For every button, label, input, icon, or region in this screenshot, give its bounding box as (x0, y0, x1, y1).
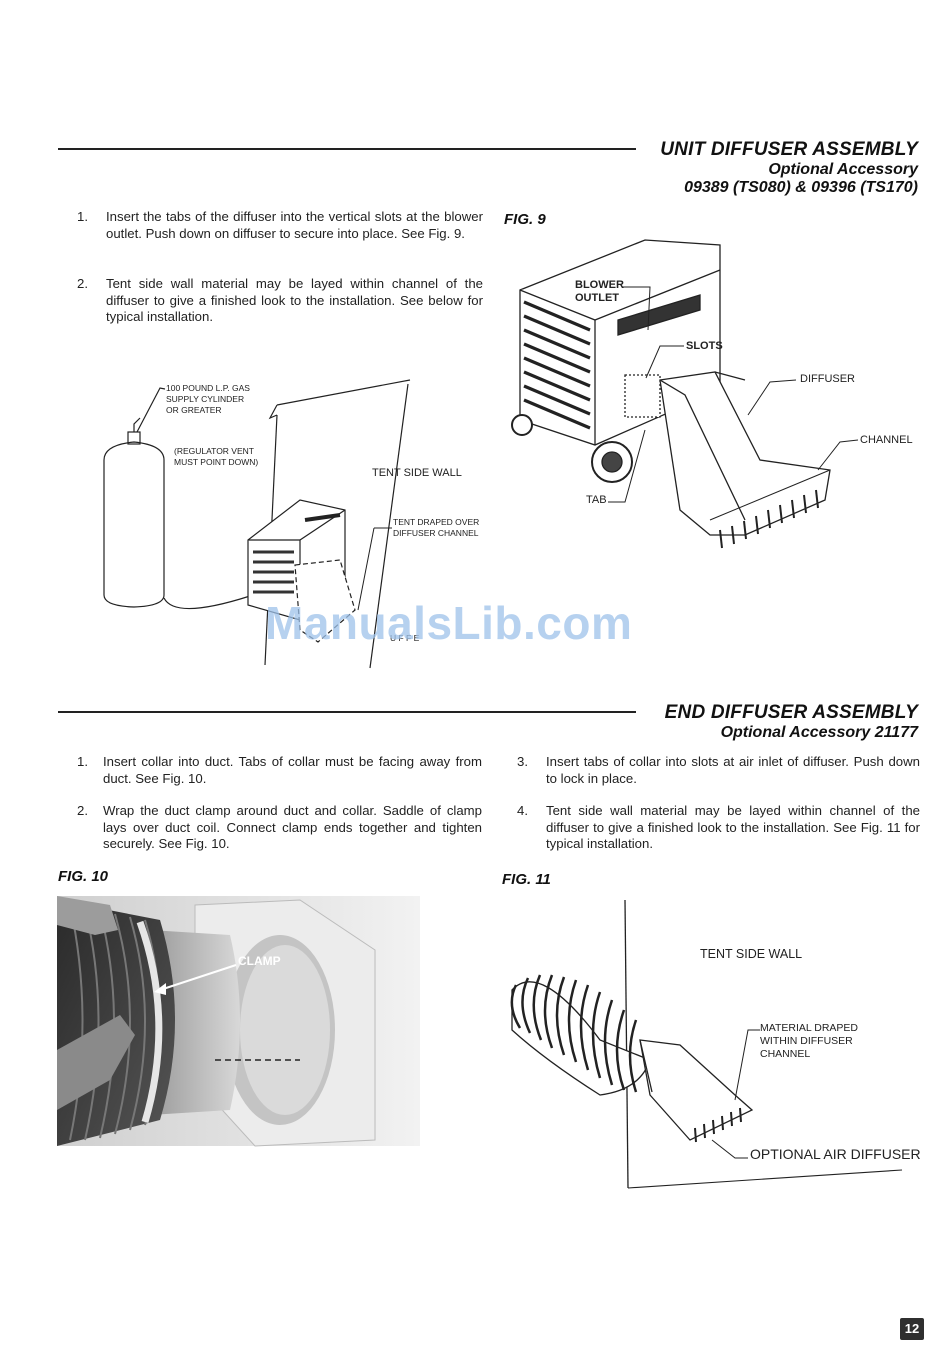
step-text: Tent side wall material may be layed wit… (546, 803, 920, 851)
gas-cylinder (103, 387, 251, 610)
step-number: 3. (517, 754, 528, 769)
step-text: Insert collar into duct. Tabs of collar … (103, 754, 482, 786)
clamp-label: CLAMP (238, 954, 281, 968)
diffuser-label: DIFFUSER (800, 373, 855, 385)
step-number: 4. (517, 803, 528, 818)
unit-diffuser-heading: UNIT DIFFUSER ASSEMBLY Optional Accessor… (660, 139, 918, 197)
fig11-label: FIG. 11 (502, 871, 551, 888)
step-number: 2. (77, 276, 88, 291)
channel-label: CHANNEL (860, 434, 913, 446)
tab-label: TAB (586, 494, 607, 506)
optional-air-diffuser-label: OPTIONAL AIR DIFFUSER (750, 1146, 921, 1162)
tent-side-wall-fig11: TENT SIDE WALL (700, 947, 803, 961)
end-diffuser-title: END DIFFUSER ASSEMBLY (664, 702, 918, 723)
step-text: Insert the tabs of the diffuser into the… (106, 209, 483, 241)
step-text: Tent side wall material may be layed wit… (106, 276, 483, 324)
manualslib-watermark: ManualsLib.com (265, 597, 633, 649)
page-number: 12 (900, 1318, 924, 1340)
regulator-label: (REGULATOR VENT MUST POINT DOWN) (174, 446, 259, 467)
end-diffuser-heading: END DIFFUSER ASSEMBLY Optional Accessory… (665, 702, 918, 742)
material-draped-label: MATERIAL DRAPED WITHIN DIFFUSER CHANNEL (760, 1022, 859, 1060)
section-rule-end (58, 711, 636, 713)
section-rule-unit (58, 148, 636, 150)
step-number: 1. (77, 754, 88, 769)
cylinder-label: 100 POUND L.P. GAS SUPPLY CYLINDER OR GR… (166, 383, 250, 415)
unit-diffuser-title: UNIT DIFFUSER ASSEMBLY (660, 139, 918, 160)
fig9-label: FIG. 9 (504, 211, 546, 228)
partial-diffuser-label: U F F E (390, 633, 420, 643)
step-text: Insert tabs of collar into slots at air … (546, 754, 920, 786)
step-text: Wrap the duct clamp around duct and coll… (103, 803, 482, 851)
step-number: 2. (77, 803, 88, 818)
unit-diffuser-part-numbers: 09389 (TS080) & 09396 (TS170) (684, 179, 918, 196)
slots-label: SLOTS (686, 340, 723, 352)
unit-diffuser-subtitle: Optional Accessory (768, 161, 918, 178)
end-diffuser-subtitle: Optional Accessory 21177 (720, 724, 918, 741)
fig10-label: FIG. 10 (58, 868, 109, 885)
tent-draped-label: TENT DRAPED OVER DIFFUSER CHANNEL (393, 517, 480, 538)
tent-side-wall-label: TENT SIDE WALL (372, 467, 462, 479)
step-number: 1. (77, 209, 88, 224)
blower-outlet-label: BLOWER OUTLET (575, 279, 624, 304)
